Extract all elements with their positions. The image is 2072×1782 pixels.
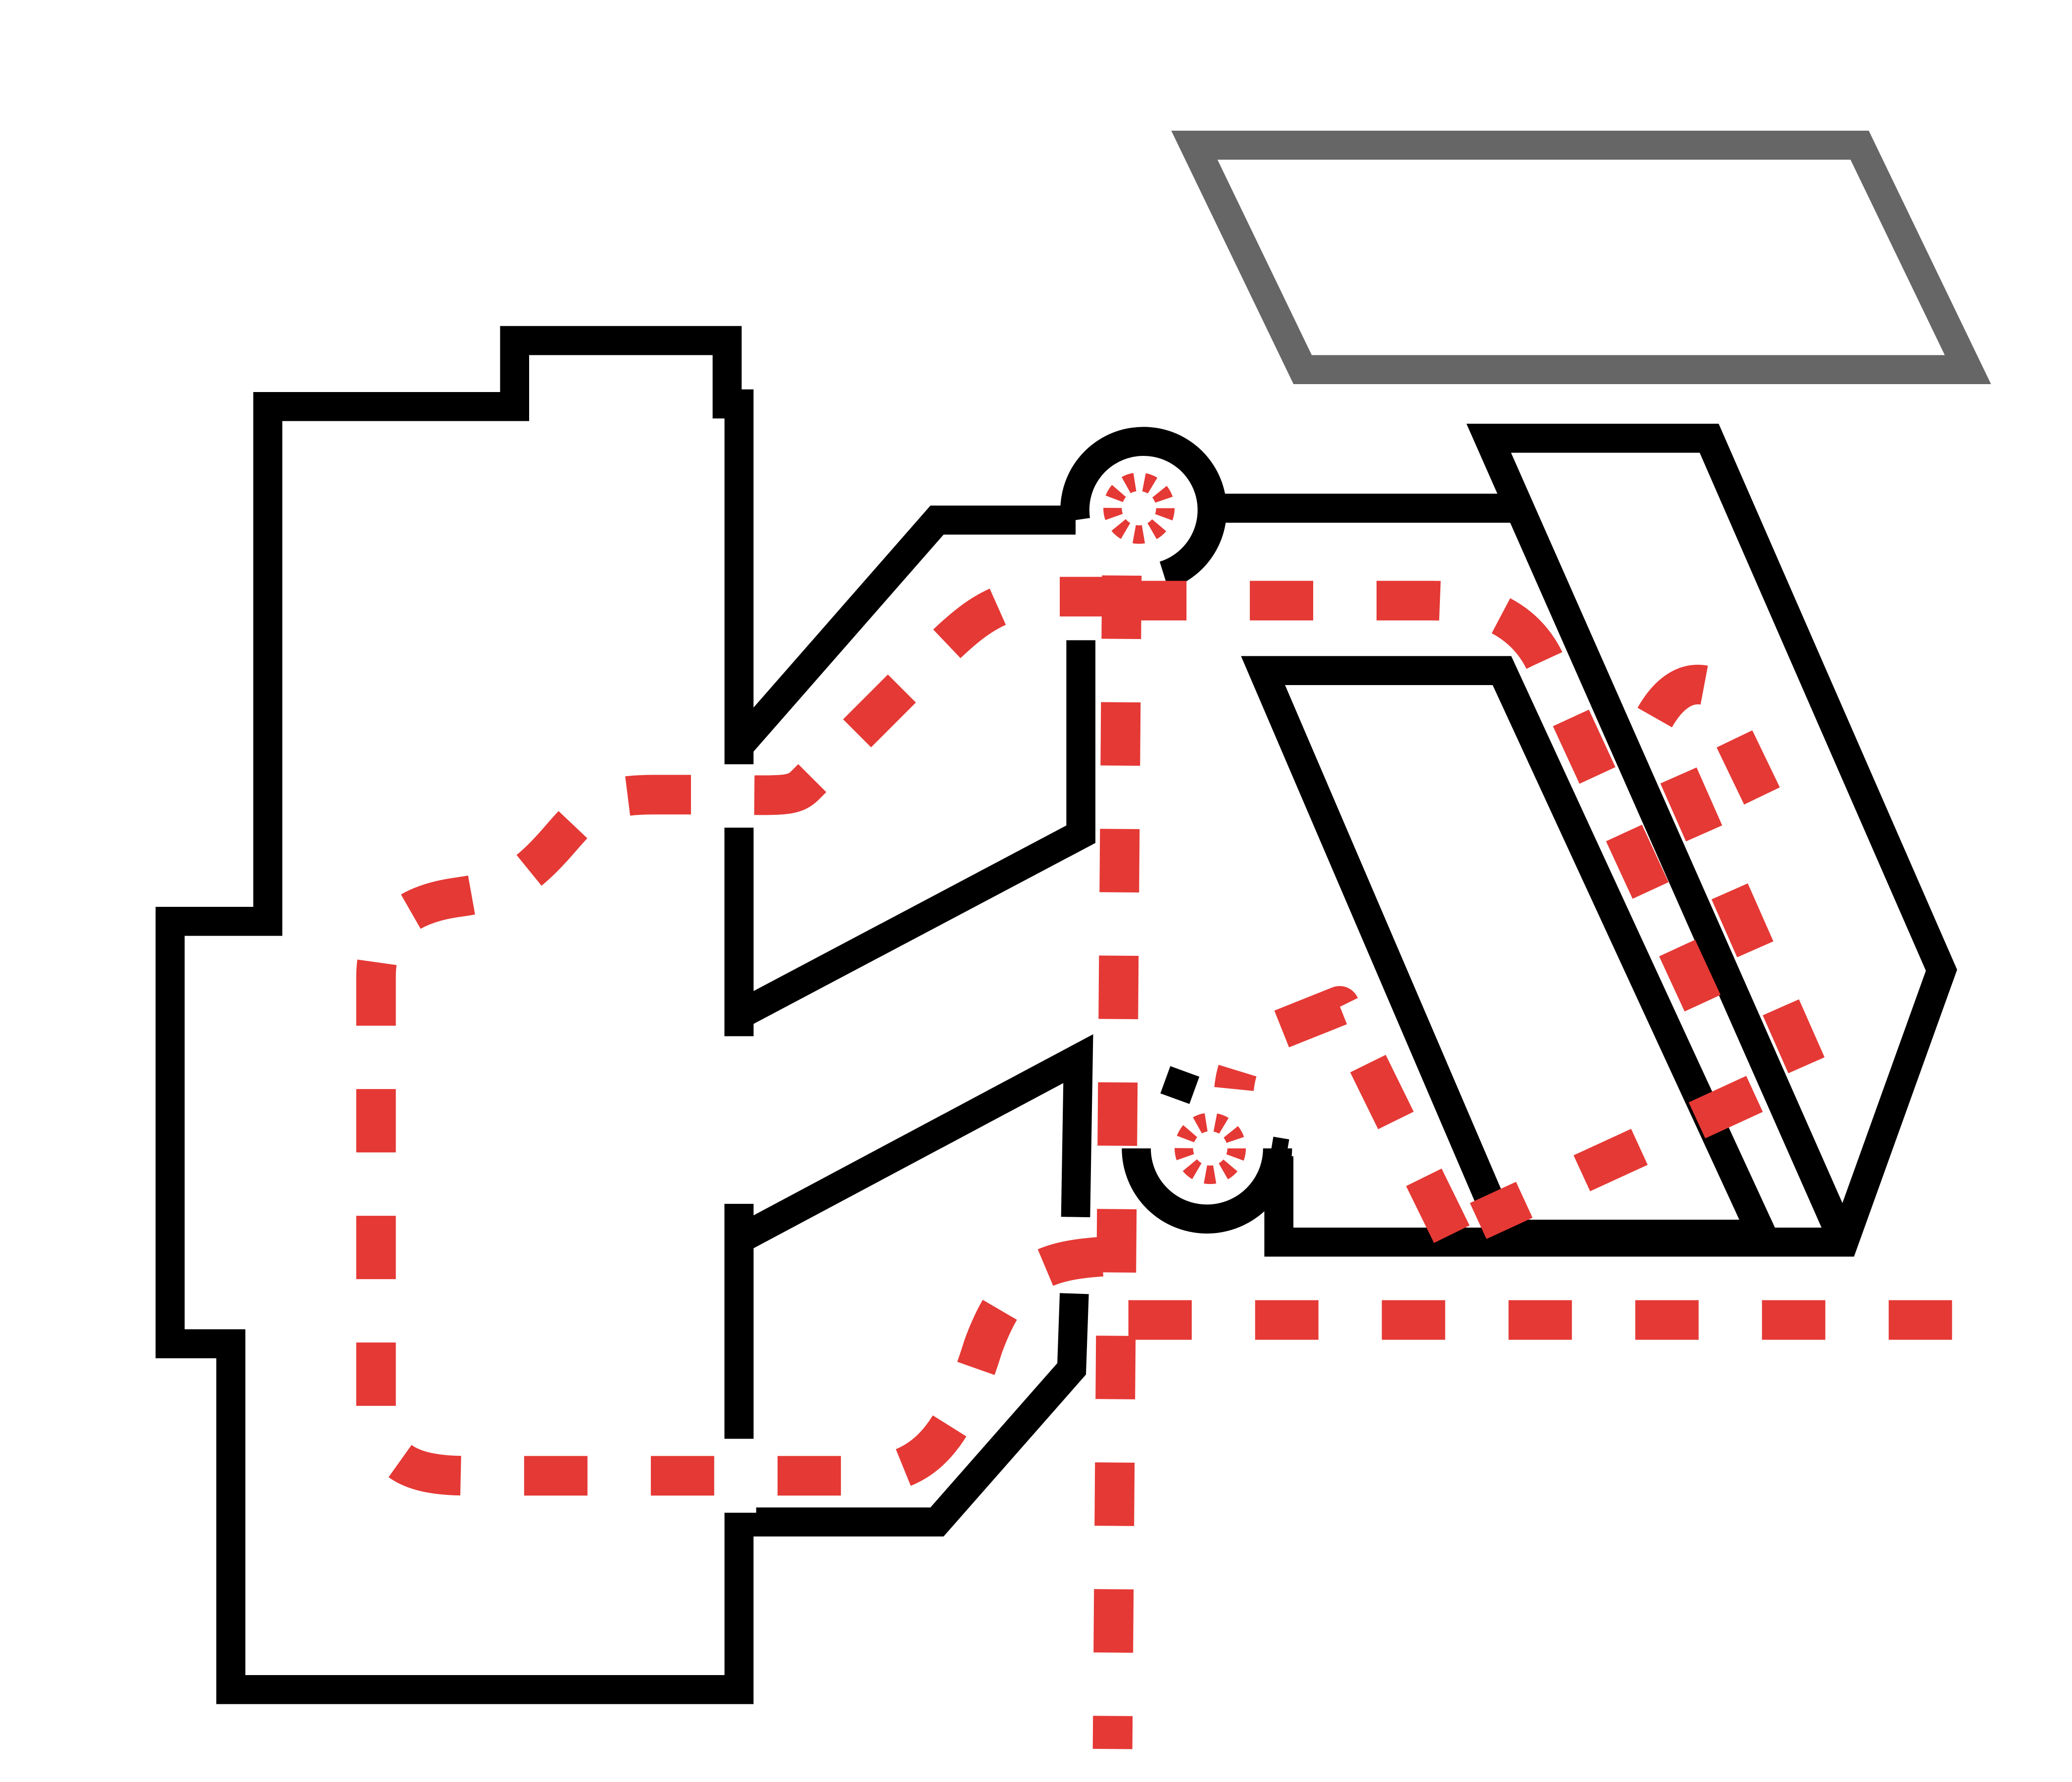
lower-stair-tower-stub [1160,1066,1200,1104]
main-building-outline [155,326,754,1704]
upper-connector-wall [731,505,1076,753]
lower-connector-wall [741,1293,1089,1536]
main-loop-route [356,577,1123,1496]
court-upper-wall [735,640,1095,1027]
opening [722,1036,756,1204]
detached-block-outline [1171,131,1991,384]
right-wing-outline [1264,424,1957,1257]
upper-stair-tower-wall [1060,427,1227,590]
stair-icon [1175,1113,1246,1184]
right-wing-route [1470,664,1828,1239]
opening [722,1438,756,1513]
lower-stair-tower-cap [1268,1137,1289,1168]
opening [722,764,756,828]
lower-stair-route [1214,986,1470,1243]
background [6,0,2066,1782]
inner-block-outline [1241,656,1785,1249]
top-corridor-route [1123,581,1721,1012]
court-lower-wall [735,1034,1093,1251]
stair-icon [1103,472,1175,544]
